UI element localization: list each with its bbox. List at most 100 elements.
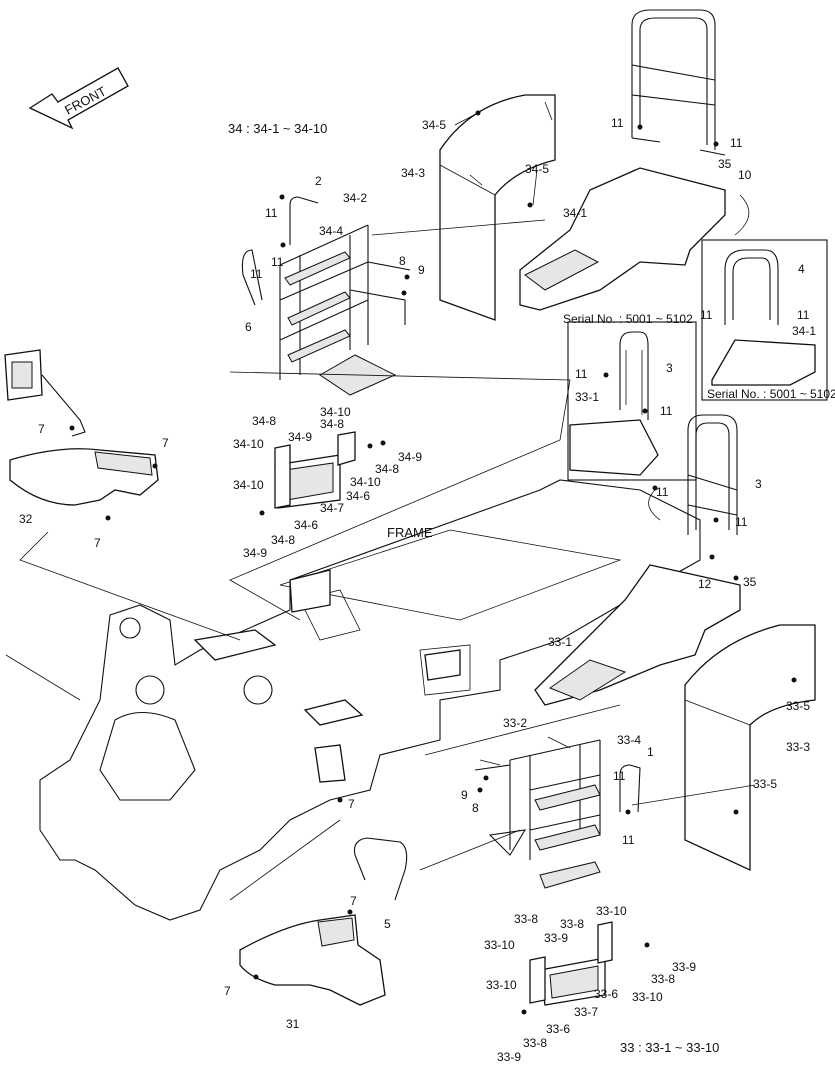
group-34-caption: 34 : 34-1 ~ 34-10 [228, 121, 327, 136]
part-label: 34-7 [320, 501, 344, 515]
part-label: 7 [94, 536, 101, 550]
part-label: 11 [700, 308, 713, 322]
part-label: 3 [755, 477, 762, 491]
part-label: 33-7 [574, 1005, 598, 1019]
part-label: 33-3 [786, 740, 810, 754]
fender-31 [239, 914, 386, 1006]
front-arrow-icon: FRONT [28, 67, 129, 130]
part-label: 34-1 [792, 324, 816, 338]
part-label: 34-5 [525, 162, 549, 176]
part-label: 33-10 [632, 990, 663, 1004]
part-label: 34-5 [422, 118, 446, 132]
part-label: 34-8 [375, 462, 399, 476]
part-label: 33-6 [546, 1022, 570, 1036]
part-label: 34-9 [243, 546, 267, 560]
part-labels: 34-5 11 11 35 10 34-3 34-5 2 34-2 11 34-… [19, 116, 816, 1064]
frame-structure [39, 479, 701, 921]
part-label: 6 [245, 320, 252, 334]
serial-inset-right: Serial No. : 5001 ~ 5102 [701, 239, 835, 401]
grab-handle-6 [241, 249, 263, 306]
part-label: 11 [622, 833, 635, 847]
part-label: 34-4 [319, 224, 343, 238]
part-label: 33-8 [523, 1036, 547, 1050]
part-label: 33-8 [651, 972, 675, 986]
part-label: 34-8 [252, 414, 276, 428]
grab-handle-1 [619, 764, 641, 813]
part-label: 5 [384, 917, 391, 931]
handrail-right [687, 414, 738, 535]
part-label: 34-3 [401, 166, 425, 180]
part-label: 9 [418, 263, 425, 277]
part-label: 34-8 [271, 533, 295, 547]
part-label: 11 [797, 308, 810, 322]
handrail-top [631, 9, 726, 156]
part-label: 34-10 [320, 405, 351, 419]
part-label: 11 [271, 255, 284, 269]
ladder-34 [279, 224, 411, 396]
part-label: 33-5 [786, 699, 810, 713]
part-label: 33-5 [753, 777, 777, 791]
part-label: 35 [718, 157, 732, 171]
part-label: 8 [472, 801, 479, 815]
part-label: 33-2 [503, 716, 527, 730]
part-label: 34-10 [233, 478, 264, 492]
part-label: 34-10 [233, 437, 264, 451]
part-label: 33-10 [484, 938, 515, 952]
part-label: 4 [798, 262, 805, 276]
ladder-33 [474, 739, 601, 889]
grab-handle-2 [289, 196, 319, 245]
part-label: 33-9 [497, 1050, 521, 1064]
part-label: 10 [738, 168, 752, 182]
part-label: 34-10 [350, 475, 381, 489]
part-label: 11 [613, 769, 626, 783]
part-label: 35 [743, 575, 757, 589]
part-label: 11 [250, 267, 263, 281]
leader-lines [5, 101, 756, 901]
part-label: 11 [265, 206, 278, 220]
fender-34-3 [439, 94, 556, 321]
step-cover-33-1 [534, 564, 741, 706]
part-label: 34-1 [563, 206, 587, 220]
part-label: 34-9 [288, 430, 312, 444]
part-label: 11 [735, 515, 748, 529]
fastener-dots [69, 110, 797, 1015]
fender-33-3 [684, 624, 816, 872]
part-label: 33-8 [560, 917, 584, 931]
frame-label: FRAME [387, 525, 433, 540]
part-label: 7 [38, 422, 45, 436]
part-label: 7 [348, 797, 355, 811]
part-label: 11 [660, 404, 673, 418]
part-label: 34-9 [398, 450, 422, 464]
part-label: 33-4 [617, 733, 641, 747]
serial-inset-middle: Serial No. : 5001 ~ 5102 [563, 312, 697, 481]
step-cover-34-1 [519, 167, 726, 311]
part-label: 9 [461, 788, 468, 802]
part-label: 33-8 [514, 912, 538, 926]
part-label: 33-10 [486, 978, 517, 992]
part-label: 34-8 [320, 417, 344, 431]
part-label: 11 [575, 367, 588, 381]
part-label: 33-1 [548, 635, 572, 649]
part-label: 11 [611, 116, 624, 130]
part-label: 12 [698, 577, 712, 591]
part-label: 34-6 [294, 518, 318, 532]
serial-label-right: Serial No. : 5001 ~ 5102 [707, 387, 835, 401]
step-34-7 [274, 431, 356, 509]
part-label: 33-10 [596, 904, 627, 918]
part-label: 7 [162, 436, 169, 450]
part-label: 33-9 [672, 960, 696, 974]
part-label: 7 [224, 984, 231, 998]
part-label: 11 [730, 136, 743, 150]
part-label: 11 [656, 485, 669, 499]
group-33-caption: 33 : 33-1 ~ 33-10 [620, 1040, 719, 1055]
serial-label-middle: Serial No. : 5001 ~ 5102 [563, 312, 693, 326]
part-label: 31 [286, 1017, 300, 1031]
bracket-top-left [4, 349, 86, 437]
part-label: 7 [350, 894, 357, 908]
grab-handle-5 [353, 837, 408, 901]
part-label: 1 [647, 745, 654, 759]
part-label: 33-6 [594, 987, 618, 1001]
part-label: 33-1 [575, 390, 599, 404]
